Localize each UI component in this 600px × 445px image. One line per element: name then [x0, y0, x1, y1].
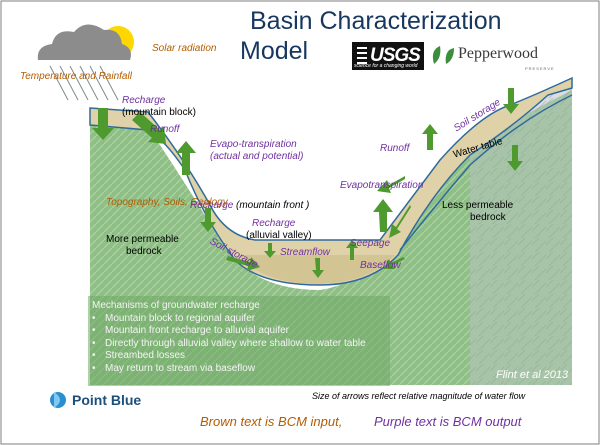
label-baseflow: Baseflow — [360, 260, 401, 271]
label-topography: Topography, Soils, Geology — [106, 197, 228, 208]
label-solar-radiation: Solar radiation — [152, 43, 217, 54]
mechanism-item: Mountain block to regional aquifer — [92, 313, 366, 326]
label-evapotranspiration-left: Evapo-transpiration — [210, 139, 297, 150]
usgs-logo-text: USGS — [370, 45, 421, 66]
label-evapotranspiration-right: Evapotranspiration — [340, 180, 424, 191]
label-seepage: Seepage — [350, 238, 391, 249]
label-less-permeable-2: bedrock — [470, 212, 506, 223]
label-more-permeable-2: bedrock — [126, 246, 162, 257]
label-mountain-block: (mountain block) — [122, 107, 196, 118]
label-runoff-left: Runoff — [150, 124, 180, 135]
soil-layer — [89, 76, 573, 286]
mechanisms-heading: Mechanisms of groundwater recharge — [92, 300, 260, 311]
label-recharge-mountain-block: Recharge — [122, 95, 166, 106]
pepperwood-logo-icon — [432, 46, 454, 64]
pepperwood-logo-text: Pepperwood — [458, 45, 538, 62]
mechanisms-text: Mechanisms of groundwater recharge Mount… — [92, 300, 366, 376]
footer-purple-text: Purple text is BCM output — [374, 414, 522, 429]
mechanism-item: Mountain front recharge to alluvial aqui… — [92, 325, 366, 338]
footer-brown-text: Brown text is BCM input, — [200, 414, 343, 429]
pointblue-logo-text: Point Blue — [72, 392, 142, 408]
title-line-1: Basin Characterization — [250, 7, 502, 35]
label-streamflow: Streamflow — [280, 247, 331, 258]
rain-lines — [49, 65, 119, 101]
title-line-2: Model — [240, 37, 309, 65]
label-flint-citation: Flint et al 2013 — [496, 369, 569, 381]
label-temperature-rainfall: Temperature and Rainfall — [20, 71, 132, 82]
water-table-line — [399, 94, 573, 251]
label-evapotranspiration-left-sub: (actual and potential) — [210, 151, 304, 162]
arrow-caption: Size of arrows reflect relative magnitud… — [312, 391, 526, 401]
pointblue-logo-icon — [50, 392, 66, 408]
usgs-logo — [352, 42, 424, 70]
label-less-permeable-1: Less permeable — [442, 200, 514, 211]
sun-cloud-icon — [37, 24, 134, 60]
label-runoff-right: Runoff — [380, 143, 410, 154]
mechanism-item: Directly through alluvial valley where s… — [92, 338, 366, 351]
label-mountain-front: (mountain front ) — [236, 200, 310, 211]
pepperwood-sub: PRESERVE — [525, 66, 555, 71]
flow-arrows — [92, 88, 523, 278]
mechanism-item: Streambed losses — [92, 350, 366, 363]
mechanism-item: May return to stream via baseflow — [92, 363, 366, 376]
label-alluvial-valley: (alluvial valley) — [246, 230, 312, 241]
label-recharge-mountain-front: Recharge — [190, 200, 234, 211]
label-recharge-alluvial: Recharge — [252, 218, 296, 229]
label-more-permeable-1: More permeable — [106, 234, 179, 245]
mechanisms-list: Mountain block to regional aquifer Mount… — [92, 313, 366, 376]
usgs-tagline: science for a changing world — [354, 63, 418, 69]
